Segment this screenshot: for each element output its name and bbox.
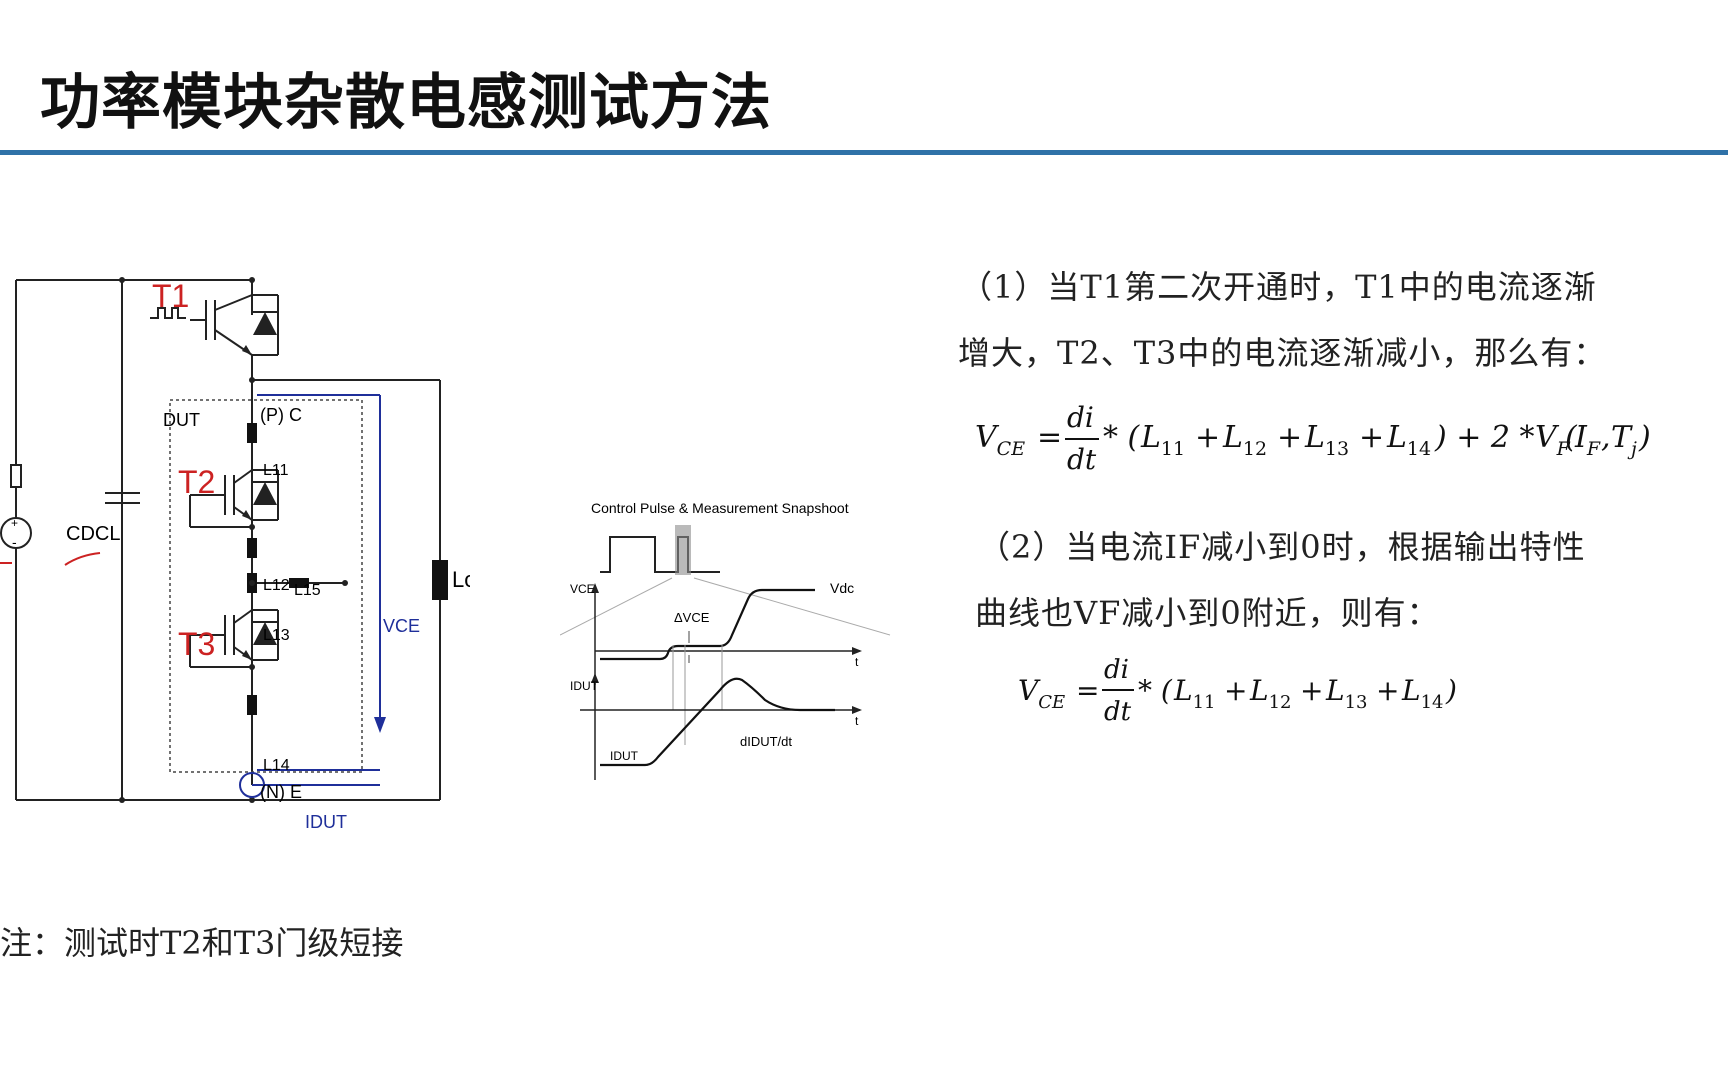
- svg-text:) + 2 *: ) + 2 *: [1434, 420, 1535, 455]
- cdcl-label: CDCL: [66, 523, 120, 545]
- title-divider: [0, 150, 1728, 155]
- svg-text:(: (: [1565, 420, 1578, 455]
- l14-label: L14: [263, 757, 290, 774]
- didt-label: dIDUT/dt: [740, 734, 792, 749]
- t1-label: T1: [152, 278, 189, 314]
- vdc-label: Vdc: [830, 580, 854, 596]
- svg-text:dt: dt: [1067, 443, 1097, 476]
- vce-axis-label: VCE: [570, 582, 595, 596]
- svg-text:IF: IF: [1574, 420, 1601, 460]
- l11-label: L11: [263, 462, 289, 479]
- delta-vce-label: ΔVCE: [674, 610, 710, 625]
- svg-text:dt: dt: [1104, 697, 1132, 727]
- formula-1: VCE = di dt * ( L11 + L12 + L13 + L14 ) …: [975, 401, 1651, 476]
- svg-text:+: +: [1277, 420, 1302, 455]
- svg-text:L11: L11: [1173, 674, 1216, 713]
- svg-text:+: +: [1376, 674, 1399, 707]
- svg-text:VCE: VCE: [1018, 674, 1065, 713]
- formula-2: VCE = di dt * ( L11 + L12 + L13 + L14 ): [1018, 655, 1457, 727]
- svg-text:* (: * (: [1138, 674, 1173, 707]
- svg-text:+: +: [1359, 420, 1384, 455]
- waveform-diagram: Control Pulse & Measurement Snapshoot VC…: [560, 500, 891, 780]
- svg-text:,: ,: [1601, 420, 1611, 455]
- svg-text:+: +: [1195, 420, 1220, 455]
- svg-text:L12: L12: [1222, 420, 1267, 460]
- vce-label: VCE: [383, 616, 420, 636]
- svg-text:=: =: [1076, 674, 1099, 707]
- load-label: Load: [452, 567, 470, 592]
- footnote: 注：测试时T2和T3门级短接: [0, 924, 404, 962]
- circuit-diagram: + -: [0, 277, 470, 832]
- ne-label: (N) E: [260, 782, 302, 802]
- waveform-title: Control Pulse & Measurement Snapshoot: [591, 500, 849, 516]
- svg-text:L14: L14: [1401, 674, 1444, 713]
- svg-text:+: +: [11, 516, 18, 530]
- dut-label: DUT: [163, 410, 200, 430]
- svg-text:* (: * (: [1103, 420, 1141, 455]
- svg-text:-: -: [12, 534, 17, 550]
- pc-label: (P) C: [260, 405, 302, 425]
- slide-title: 功率模块杂散电感测试方法: [40, 68, 772, 138]
- t3-label: T3: [178, 626, 215, 662]
- t-axis-label: t: [855, 655, 859, 669]
- svg-text:di: di: [1067, 401, 1094, 434]
- t-axis-label-2: t: [855, 714, 859, 728]
- svg-text:): ): [1445, 674, 1457, 707]
- idut-axis-label: IDUT: [570, 679, 599, 693]
- t2-label: T2: [178, 464, 215, 500]
- svg-text:L14: L14: [1386, 420, 1431, 460]
- paragraph-2-line-2: 曲线也VF减小到0附近，则有：: [975, 594, 1440, 632]
- l13-label: L13: [263, 627, 290, 644]
- svg-text:+: +: [1300, 674, 1323, 707]
- svg-text:L13: L13: [1325, 674, 1368, 713]
- l12-label: L12: [263, 577, 290, 594]
- svg-text:): ): [1638, 420, 1651, 455]
- svg-text:+: +: [1224, 674, 1247, 707]
- svg-text:L13: L13: [1304, 420, 1349, 460]
- svg-text:=: =: [1037, 420, 1062, 455]
- paragraph-1-line-2: 增大，T2、T3中的电流逐渐减小，那么有：: [958, 334, 1607, 372]
- l15-label: L15: [294, 582, 321, 599]
- svg-text:di: di: [1104, 655, 1129, 685]
- paragraph-1-line-1: （1）当T1第二次开通时，T1中的电流逐渐: [960, 268, 1597, 306]
- svg-text:VCE: VCE: [975, 420, 1025, 460]
- svg-text:L12: L12: [1249, 674, 1292, 713]
- idut-label: IDUT: [305, 812, 347, 832]
- svg-text:L11: L11: [1140, 420, 1185, 460]
- paragraph-2-line-1: （2）当电流IF减小到0时，根据输出特性: [978, 528, 1586, 566]
- svg-text:Tj: Tj: [1611, 420, 1637, 460]
- idut-low-label: IDUT: [610, 749, 639, 763]
